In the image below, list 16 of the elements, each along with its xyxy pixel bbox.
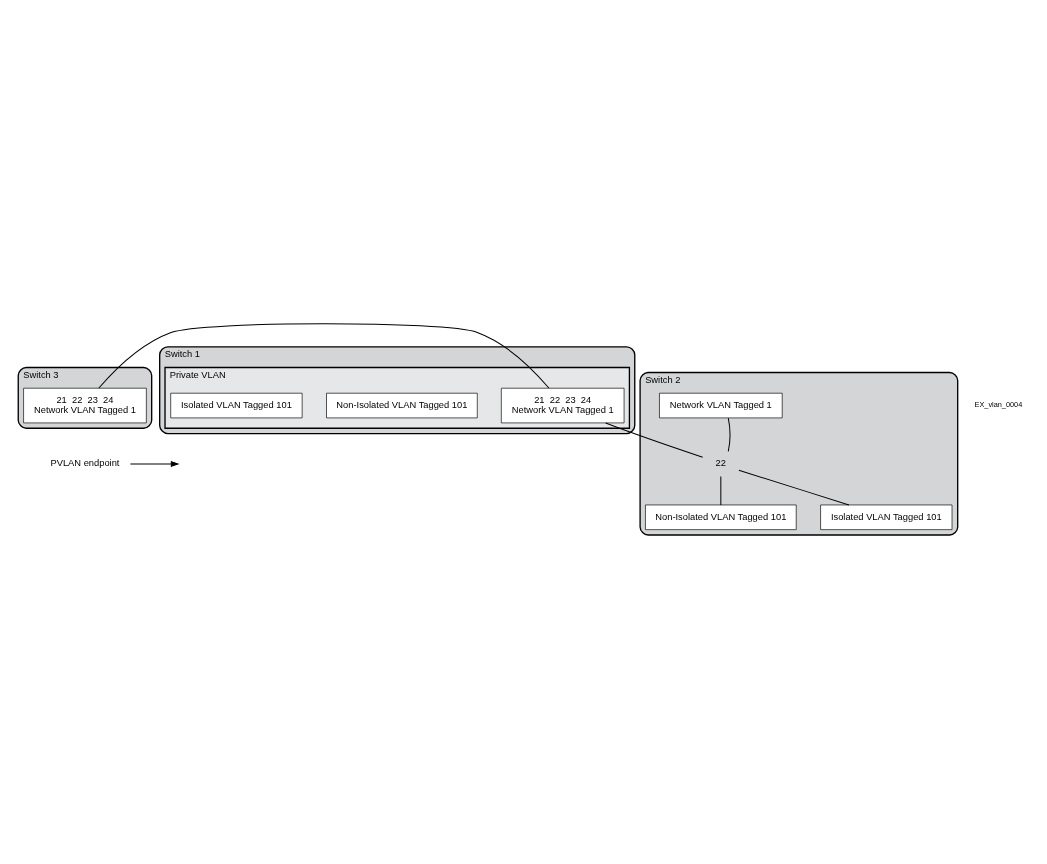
node-box: Isolated VLAN Tagged 101 — [820, 504, 953, 530]
node-box: Isolated VLAN Tagged 101 — [170, 392, 303, 419]
node-box: Network VLAN Tagged 1 — [659, 392, 783, 419]
node-text: PVLAN endpoint — [50, 458, 120, 469]
connector — [727, 417, 731, 452]
connector — [98, 323, 550, 389]
node-text: 22 — [715, 458, 727, 469]
arrow — [129, 461, 179, 467]
node-box: 21 22 23 24 Network VLAN Tagged 1 — [23, 387, 147, 424]
node-box: 21 22 23 24 Network VLAN Tagged 1 — [500, 387, 625, 424]
connector — [738, 469, 850, 506]
node-box: Non-Isolated VLAN Tagged 101 — [645, 504, 797, 530]
node-box: Non-Isolated VLAN Tagged 101 — [326, 392, 478, 419]
connector — [605, 422, 704, 458]
connector — [720, 475, 722, 506]
label: EX_vlan_0004 — [974, 400, 1023, 410]
